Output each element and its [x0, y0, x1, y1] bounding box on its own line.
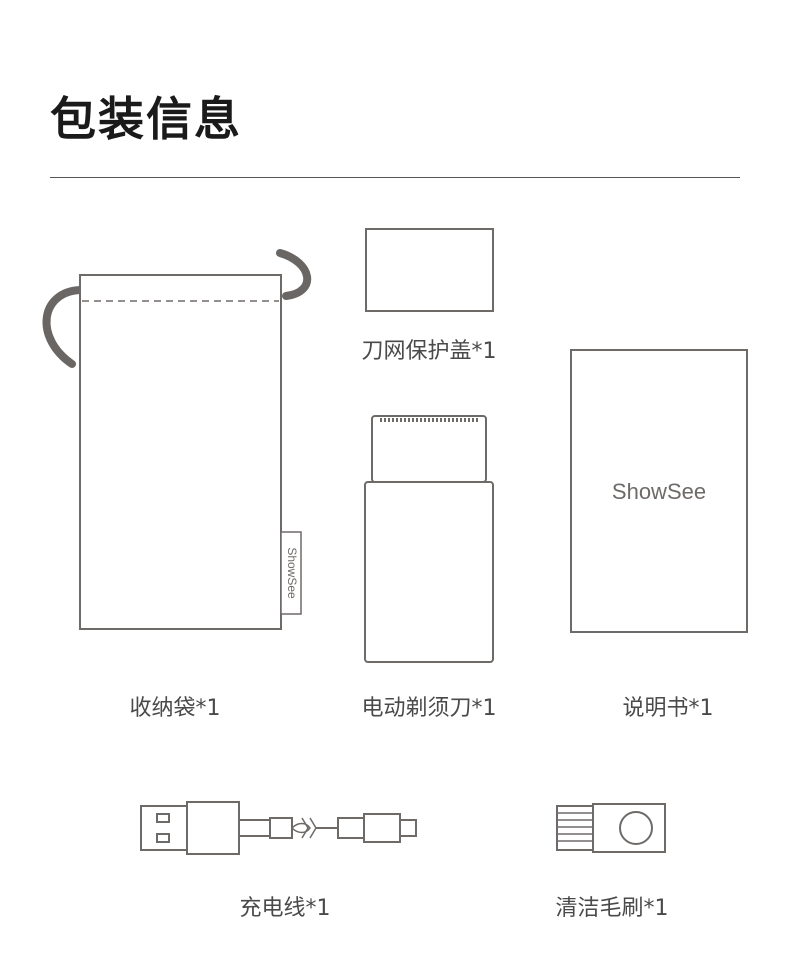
caption-pouch: 收纳袋*1: [129, 696, 221, 721]
manual-brand: ShowSee: [612, 479, 706, 504]
foil-cover-icon: [365, 228, 494, 312]
pouch-tag-brand: ShowSee: [285, 547, 299, 599]
cleaning-brush-icon: [556, 803, 666, 853]
manual-icon: [570, 349, 748, 633]
caption-foil-cover: 刀网保护盖*1: [361, 339, 497, 364]
shaver-head: [371, 415, 487, 483]
type-c-housing: [337, 817, 365, 839]
title-divider: [50, 177, 740, 178]
usb-a-plug: [140, 805, 188, 851]
caption-manual: 说明书*1: [622, 696, 714, 721]
caption-brush: 清洁毛刷*1: [555, 896, 669, 921]
caption-cable: 充电线*1: [239, 896, 331, 921]
shaver-body: [364, 481, 494, 663]
caption-shaver: 电动剃须刀*1: [361, 696, 497, 721]
page-title: 包装信息: [50, 92, 242, 146]
shaver-icon: [364, 415, 494, 663]
brush-hole: [619, 811, 653, 845]
cable-break: [291, 822, 311, 834]
type-c-plug: [363, 813, 401, 843]
pouch-tag: [280, 531, 302, 615]
usb-a-housing: [186, 801, 240, 855]
pouch-cord-right: [276, 249, 311, 300]
pouch-cord-left: [42, 286, 84, 368]
storage-pouch-icon: [42, 249, 311, 630]
charging-cable-icon: [140, 801, 417, 855]
pouch-body: [79, 274, 282, 630]
